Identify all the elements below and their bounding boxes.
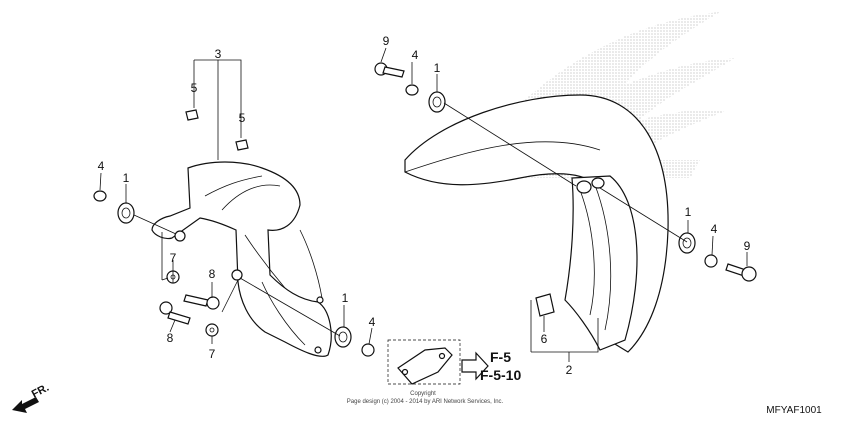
bolt-9b[interactable]	[725, 263, 757, 282]
reference-arrow-icon	[461, 351, 489, 381]
callout-8b: 8	[167, 331, 174, 345]
grommet-1d[interactable]	[678, 232, 696, 254]
copyright-title: Copyright	[410, 391, 436, 397]
grommet-1c[interactable]	[334, 326, 352, 348]
callout-5a: 5	[191, 81, 198, 95]
callout-4c: 4	[369, 315, 376, 329]
diagram-code: MFYAF1001	[766, 405, 822, 416]
callout-4b: 4	[98, 159, 105, 173]
collar-4a[interactable]	[405, 84, 419, 96]
copyright-text: Page design (c) 2004 - 2014 by ARI Netwo…	[347, 399, 504, 405]
clip-6[interactable]	[535, 293, 555, 317]
callout-6: 6	[541, 332, 548, 346]
clip-5a[interactable]	[185, 109, 199, 121]
leader-lines	[99, 47, 748, 362]
washer-7b[interactable]	[205, 323, 219, 337]
bolt-8a[interactable]	[183, 294, 220, 310]
inner-fender[interactable]	[151, 161, 332, 357]
grommet-1a[interactable]	[428, 91, 446, 113]
reference-f5-10[interactable]: F-5-10	[480, 367, 521, 383]
callout-9b: 9	[744, 239, 751, 253]
callout-5b: 5	[239, 111, 246, 125]
brake-hose-bracket[interactable]	[387, 339, 461, 385]
clip-5b[interactable]	[235, 139, 249, 151]
callout-1b: 1	[123, 171, 130, 185]
callout-1a: 1	[434, 61, 441, 75]
front-direction-arrow-icon	[12, 397, 39, 413]
front-fender[interactable]	[404, 94, 669, 353]
bolt-8b[interactable]	[159, 301, 191, 325]
bolt-9a[interactable]	[374, 62, 405, 78]
callout-9a: 9	[383, 34, 390, 48]
collar-4c[interactable]	[361, 343, 375, 357]
reference-f5[interactable]: F-5	[490, 349, 511, 365]
front-direction-label: FR.	[30, 382, 51, 401]
callout-4a: 4	[412, 48, 419, 62]
callout-8a: 8	[209, 267, 216, 281]
callout-4d: 4	[711, 222, 718, 236]
collar-4d[interactable]	[704, 254, 718, 268]
callout-3: 3	[215, 47, 222, 61]
collar-4b[interactable]	[93, 190, 107, 202]
callout-7b: 7	[209, 347, 216, 361]
grommet-1b[interactable]	[117, 202, 135, 224]
callout-1d: 1	[685, 205, 692, 219]
callout-7a: 7	[170, 251, 177, 265]
callout-2: 2	[566, 363, 573, 377]
callout-1c: 1	[342, 291, 349, 305]
